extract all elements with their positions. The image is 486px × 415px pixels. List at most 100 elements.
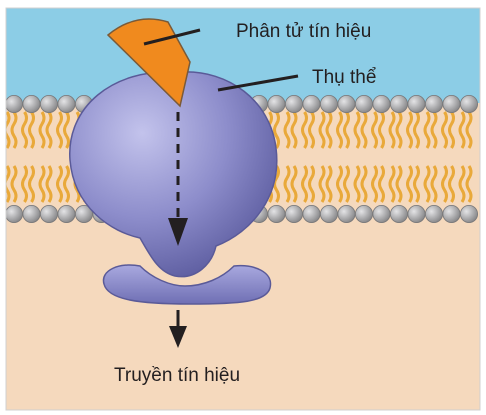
lipid-tail	[458, 165, 466, 203]
lipid-tail	[6, 111, 11, 149]
lipid-tail	[45, 111, 53, 149]
lipid-tail	[325, 111, 333, 149]
lipid-tail	[441, 111, 448, 149]
phospholipid-head	[407, 204, 426, 223]
lipid-tail	[38, 111, 46, 149]
lipid-tail	[406, 111, 413, 149]
relay-protein	[102, 264, 272, 305]
lipid-tail	[10, 165, 18, 203]
lipid-tail	[308, 111, 315, 149]
lipid-tail	[301, 165, 308, 203]
lipid-tail	[371, 165, 378, 203]
output-arrow	[169, 310, 187, 348]
lipid-tail	[56, 111, 63, 149]
lipid-tail	[395, 111, 403, 149]
lipid-tail	[318, 165, 326, 203]
lipid-tail	[448, 111, 455, 149]
lipid-tail	[360, 111, 368, 149]
phospholipid-head	[442, 95, 461, 114]
signal-molecule-label: Phân tử tín hiệu	[236, 21, 371, 42]
phospholipid-head	[22, 95, 41, 114]
lipid-tail	[6, 165, 11, 203]
phospholipid-head	[354, 95, 373, 114]
lipid-tail	[465, 111, 473, 149]
lipid-tail	[413, 111, 420, 149]
lipid-tail	[273, 165, 280, 203]
lipid-tail	[458, 111, 466, 149]
phospholipid-head	[319, 204, 338, 223]
lipid-tail	[448, 165, 455, 203]
transduction-dashed-arrow	[168, 112, 188, 246]
lipid-tail	[283, 111, 291, 149]
phospholipid-head	[6, 205, 23, 223]
lipid-tail	[283, 165, 291, 203]
phospholipid-head	[424, 204, 443, 223]
lipid-tail	[388, 111, 396, 149]
phospholipid-head	[407, 95, 426, 114]
lipid-tail	[308, 165, 315, 203]
lipid-tail	[63, 165, 70, 203]
phospholipid-head	[267, 204, 286, 223]
phospholipid-head	[424, 95, 443, 114]
phospholipid-head	[57, 204, 76, 223]
lipid-tail	[343, 111, 350, 149]
phospholipid-head	[302, 95, 321, 114]
lipid-tail	[273, 111, 280, 149]
lipid-tail	[423, 165, 431, 203]
phospholipid-head	[389, 204, 408, 223]
signal-molecule	[106, 18, 191, 108]
phospholipid-head	[40, 95, 59, 114]
lipid-tail	[353, 165, 361, 203]
phospholipid-head	[459, 95, 478, 114]
lipid-tail	[318, 111, 326, 149]
lipid-tail	[10, 111, 18, 149]
lipid-tail	[371, 111, 378, 149]
lipid-tail	[336, 111, 343, 149]
phospholipid-head	[40, 204, 59, 223]
lipid-tail	[465, 165, 473, 203]
phospholipid-head	[302, 204, 321, 223]
phospholipid-head	[267, 95, 286, 114]
phospholipid-head	[319, 95, 338, 114]
receptor-label: Thụ thể	[312, 67, 376, 88]
phospholipid-head	[372, 204, 391, 223]
lipid-tail	[28, 165, 35, 203]
lipid-tail	[63, 111, 70, 149]
phospholipid-head	[57, 95, 76, 114]
lipid-tail	[413, 165, 420, 203]
lipid-tail	[21, 165, 28, 203]
lipid-tail	[395, 165, 403, 203]
phospholipid-head	[337, 204, 356, 223]
phospholipid-head	[22, 204, 41, 223]
lipid-tail	[343, 165, 350, 203]
lipid-tail	[38, 165, 46, 203]
lipid-tail	[325, 165, 333, 203]
phospholipid-head	[284, 95, 303, 114]
extracellular-region	[6, 8, 480, 103]
phospholipid-head	[284, 204, 303, 223]
lipid-tail	[430, 111, 438, 149]
lipid-tail	[290, 165, 298, 203]
lipid-tail	[301, 111, 308, 149]
diagram-frame	[5, 7, 481, 411]
lipid-tail	[21, 111, 28, 149]
lipid-tail	[430, 165, 438, 203]
phospholipid-head	[354, 204, 373, 223]
phospholipid-head	[372, 95, 391, 114]
lipid-tail	[353, 111, 361, 149]
lipid-tail	[290, 111, 298, 149]
lipid-tail	[336, 165, 343, 203]
receptor-leader-line	[217, 74, 299, 92]
lipid-tail	[378, 111, 385, 149]
phospholipid-head	[6, 95, 23, 113]
phospholipid-head	[442, 204, 461, 223]
lipid-tail	[423, 111, 431, 149]
phospholipid-head	[389, 95, 408, 114]
lipid-tail	[28, 111, 35, 149]
signal-transduction-label: Truyền tín hiệu	[114, 365, 240, 386]
lipid-tail	[56, 165, 63, 203]
phospholipid-head	[459, 204, 478, 223]
lipid-tail	[441, 165, 448, 203]
